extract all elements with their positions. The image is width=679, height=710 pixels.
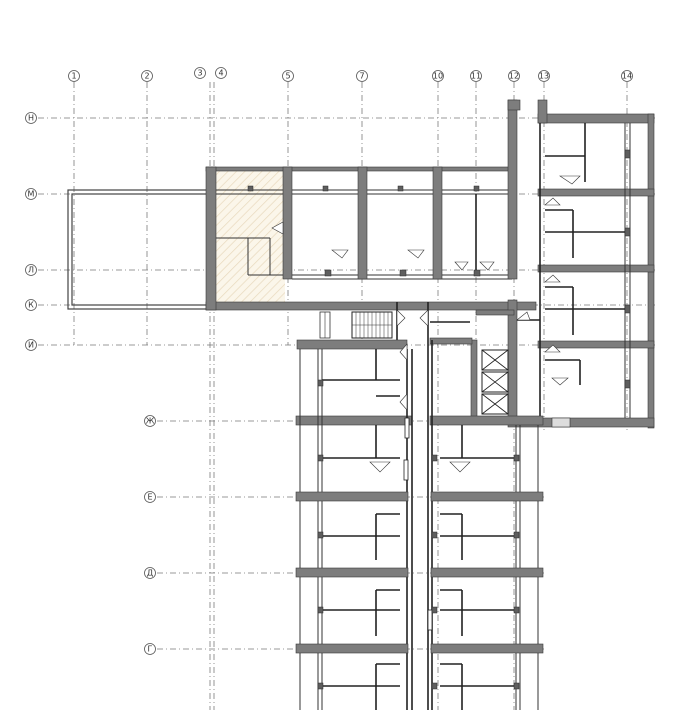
upper-wing bbox=[205, 99, 537, 311]
axis-marker-E: Е bbox=[144, 491, 156, 503]
axis-marker-L: Л bbox=[25, 264, 37, 276]
core bbox=[319, 299, 540, 419]
svg-text:Л: Л bbox=[28, 266, 34, 275]
hatched-room bbox=[215, 171, 285, 302]
horizontal-axis-markers: Н М Л К И Ж Е Д Г bbox=[25, 112, 156, 655]
svg-text:2: 2 bbox=[144, 72, 149, 81]
axis-marker-2: 2 bbox=[141, 70, 153, 82]
svg-text:Е: Е bbox=[147, 493, 152, 502]
axis-marker-Zh: Ж bbox=[144, 415, 156, 427]
axis-marker-G: Г bbox=[144, 643, 156, 655]
svg-text:7: 7 bbox=[359, 72, 364, 81]
svg-text:Д: Д bbox=[147, 569, 153, 578]
svg-text:3: 3 bbox=[197, 69, 202, 78]
axis-marker-13: 13 bbox=[538, 70, 550, 82]
axis-marker-12: 12 bbox=[508, 70, 520, 82]
axis-marker-4: 4 bbox=[215, 67, 227, 79]
canopy-outline bbox=[67, 189, 212, 310]
svg-text:14: 14 bbox=[622, 72, 632, 81]
axis-marker-N: Н bbox=[25, 112, 37, 124]
svg-text:Н: Н bbox=[28, 114, 34, 123]
axis-marker-10: 10 bbox=[432, 70, 444, 82]
axis-marker-D: Д bbox=[144, 567, 156, 579]
svg-text:13: 13 bbox=[539, 72, 549, 81]
svg-text:5: 5 bbox=[285, 72, 290, 81]
axis-marker-11: 11 bbox=[470, 70, 482, 82]
svg-text:10: 10 bbox=[433, 72, 443, 81]
svg-text:Г: Г bbox=[148, 645, 153, 654]
axis-marker-3: 3 bbox=[194, 67, 206, 79]
axis-marker-5: 5 bbox=[282, 70, 294, 82]
svg-text:М: М bbox=[28, 190, 35, 199]
axis-marker-1: 1 bbox=[68, 70, 80, 82]
svg-text:И: И bbox=[28, 341, 34, 350]
svg-text:Ж: Ж bbox=[146, 417, 155, 426]
svg-text:12: 12 bbox=[509, 72, 519, 81]
lower-wing bbox=[295, 339, 544, 710]
right-wing bbox=[507, 99, 655, 429]
vertical-axis-markers: 1 2 3 4 5 7 10 11 12 13 14 bbox=[68, 67, 633, 82]
svg-text:4: 4 bbox=[218, 69, 223, 78]
svg-text:К: К bbox=[28, 301, 34, 310]
axis-marker-K: К bbox=[25, 299, 37, 311]
svg-text:11: 11 bbox=[471, 72, 481, 81]
lift-shafts bbox=[481, 349, 509, 415]
axis-marker-M: М bbox=[25, 188, 37, 200]
axis-marker-14: 14 bbox=[621, 70, 633, 82]
axis-marker-I: И bbox=[25, 339, 37, 351]
svg-text:1: 1 bbox=[71, 72, 76, 81]
axis-marker-7: 7 bbox=[356, 70, 368, 82]
